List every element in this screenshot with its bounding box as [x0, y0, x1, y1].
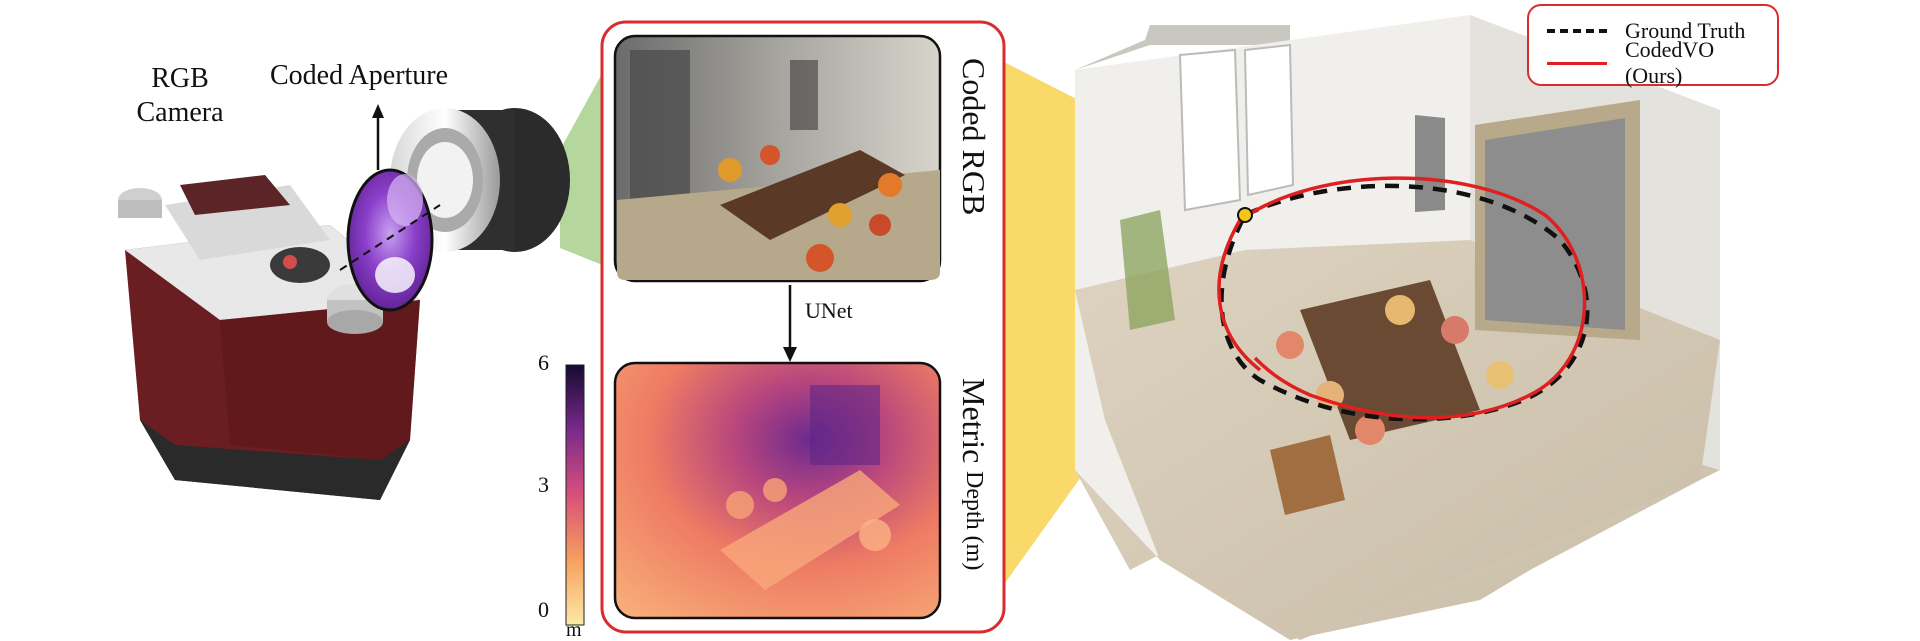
- start-point-marker: [1237, 207, 1253, 223]
- solid-line-swatch: [1547, 61, 1607, 65]
- legend-codedvo-label: CodedVO (Ours): [1624, 37, 1715, 88]
- coded-aperture-label: Coded Aperture: [270, 60, 449, 91]
- colorbar-mid-label: 3: [538, 472, 549, 497]
- rgb-camera-label: RGB Camera: [125, 62, 235, 130]
- coded-aperture-illustration: [339, 104, 441, 312]
- legend-item-codedvo: CodedVO (Ours): [1547, 37, 1777, 88]
- rgb-camera-label-line1: RGB: [151, 63, 209, 94]
- trajectory-legend: Ground Truth CodedVO (Ours): [1527, 4, 1779, 88]
- colorbar-unit-label: m: [566, 619, 582, 641]
- colorbar-min-label: 0: [538, 597, 549, 622]
- dashed-line-swatch: [1547, 29, 1607, 33]
- depth-unit-label: Depth (m): [961, 471, 987, 571]
- metric-depth-image: [613, 361, 942, 620]
- legend-ground-truth-label: Ground Truth: [1625, 18, 1746, 43]
- legend-item-ground-truth: Ground Truth: [1547, 16, 1745, 46]
- rgb-camera-illustration: [118, 175, 420, 500]
- rgb-camera-label-line2: Camera: [136, 97, 224, 128]
- coded-rgb-label: Coded RGB: [956, 58, 992, 216]
- room-scene: [1075, 15, 1720, 640]
- colorbar-max-label: 6: [538, 350, 549, 375]
- depth-colorbar: [565, 364, 585, 626]
- unet-label: UNet: [805, 298, 853, 323]
- coded-rgb-image: [613, 34, 942, 283]
- codedvo-trajectory: [1217, 176, 1587, 420]
- metric-label: Metric: [956, 378, 992, 464]
